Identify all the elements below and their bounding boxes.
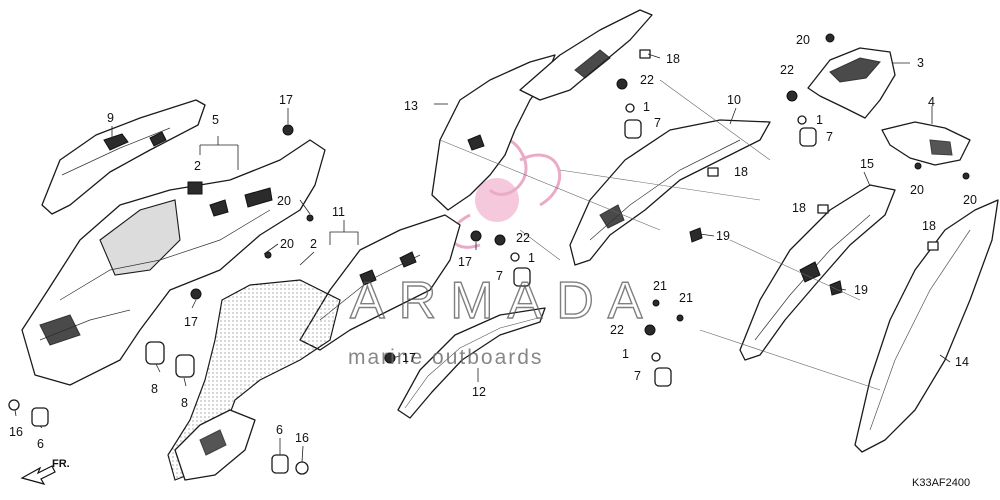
watermark-brand: ARMADA: [350, 272, 656, 330]
callout-1b: 1: [816, 113, 823, 127]
part-15-rear-side: [739, 184, 896, 361]
watermark-tagline: marine outboards: [348, 346, 543, 369]
part-12-strip: [397, 307, 546, 419]
callout-17b: 17: [458, 255, 472, 269]
callout-2a: 2: [194, 159, 201, 173]
callout-3: 3: [917, 56, 924, 70]
callout-19b: 19: [854, 283, 868, 297]
fasteners: [8, 33, 970, 475]
part-5-inner-panel: [21, 139, 326, 386]
callout-21a: 21: [653, 279, 667, 293]
callout-19a: 19: [716, 229, 730, 243]
callout-20a: 20: [277, 194, 291, 208]
callout-16b: 16: [295, 431, 309, 445]
callout-20c: 20: [796, 33, 810, 47]
callout-22c: 22: [516, 231, 530, 245]
callout-7d: 7: [634, 369, 641, 383]
part-10-frame-cover: [569, 119, 771, 266]
callout-6b: 6: [276, 423, 283, 437]
callout-9: 9: [107, 111, 114, 125]
part-9-trim: [41, 99, 206, 215]
callout-8a: 8: [151, 382, 158, 396]
callout-15: 15: [860, 157, 874, 171]
watermark-logo: [450, 136, 562, 249]
callout-22b: 22: [780, 63, 794, 77]
callout-17d: 17: [184, 315, 198, 329]
diagram-code: K33AF2400: [912, 477, 970, 489]
callout-10: 10: [727, 93, 741, 107]
callout-6a: 6: [37, 437, 44, 451]
callout-5: 5: [212, 113, 219, 127]
callout-21b: 21: [679, 291, 693, 305]
callout-17a: 17: [279, 93, 293, 107]
callout-1a: 1: [643, 100, 650, 114]
callout-7b: 7: [826, 130, 833, 144]
part-3-tail-cap: [807, 47, 896, 119]
callouts: 9 5 2 17 20 11 20 2 13 18 22 1 7 10 18 2…: [9, 33, 977, 451]
callout-14: 14: [955, 355, 969, 369]
front-direction-indicator: FR.: [20, 458, 70, 485]
callout-13: 13: [404, 99, 418, 113]
callout-2b: 2: [310, 237, 317, 251]
callout-17c: 17: [402, 351, 416, 365]
callout-4: 4: [928, 95, 935, 109]
part-13-side-cover: [431, 54, 556, 211]
callout-8b: 8: [181, 396, 188, 410]
callout-18b: 18: [734, 165, 748, 179]
part-14-rear-panel: [854, 199, 999, 453]
front-label: FR.: [52, 458, 70, 470]
callout-11: 11: [332, 205, 345, 219]
callout-20d: 20: [910, 183, 924, 197]
callout-7c: 7: [496, 269, 503, 283]
callout-18a: 18: [666, 52, 680, 66]
callout-18d: 18: [922, 219, 936, 233]
callout-12: 12: [472, 385, 486, 399]
callout-7a: 7: [654, 116, 661, 130]
part-tail-top: [519, 9, 653, 101]
callout-22d: 22: [610, 323, 624, 337]
callout-18c: 18: [792, 201, 806, 215]
callout-1c: 1: [528, 251, 535, 265]
callout-16a: 16: [9, 425, 23, 439]
part-lower-cowl: [167, 279, 341, 481]
part-11-inner-cover: [299, 214, 461, 351]
callout-1d: 1: [622, 347, 629, 361]
callout-22a: 22: [640, 73, 654, 87]
callout-20b: 20: [280, 237, 294, 251]
leader-lines: [14, 53, 951, 463]
part-4-bracket: [881, 121, 971, 166]
callout-20e: 20: [963, 193, 977, 207]
